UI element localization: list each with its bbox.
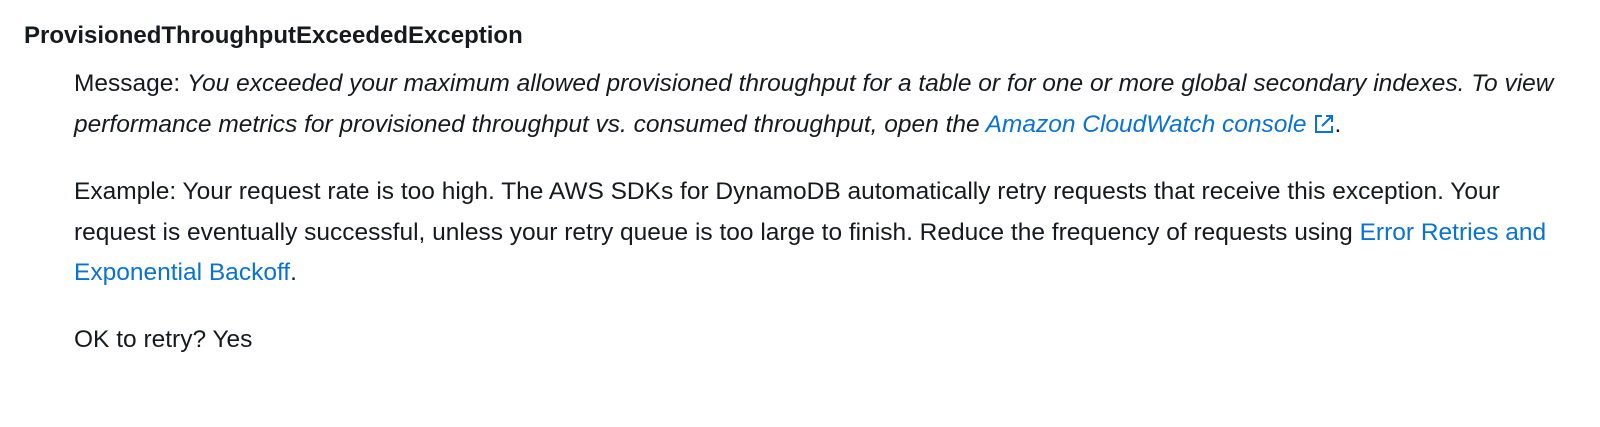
message-text: You exceeded your maximum allowed provis… [74,70,1553,138]
external-link-icon [1313,113,1335,135]
message-paragraph: Message: You exceeded your maximum allow… [74,64,1564,145]
retry-paragraph: OK to retry? Yes [74,320,1564,361]
retry-value: Yes [212,325,253,353]
message-body: You exceeded your maximum allowed provis… [74,70,1554,138]
exception-entry: ProvisionedThroughputExceededException M… [24,22,1564,360]
example-paragraph: Example: Your request rate is too high. … [74,172,1564,294]
message-label: Message: [74,70,188,97]
example-label: Example: [74,178,183,205]
example-text: Your request rate is too high. The AWS S… [74,178,1500,246]
error-retries-link[interactable]: Error Retries and Exponential Backoff [74,218,1547,287]
cloudwatch-console-link-label: Amazon CloudWatch console [985,110,1307,138]
exception-name: ProvisionedThroughputExceededException [24,22,523,49]
exception-description: Message: You exceeded your maximum allow… [74,64,1564,360]
retry-label: OK to retry? [74,325,213,353]
cloudwatch-console-link[interactable]: Amazon CloudWatch console [986,111,1335,138]
message-end: . [1334,110,1342,138]
example-end: . [290,259,297,286]
